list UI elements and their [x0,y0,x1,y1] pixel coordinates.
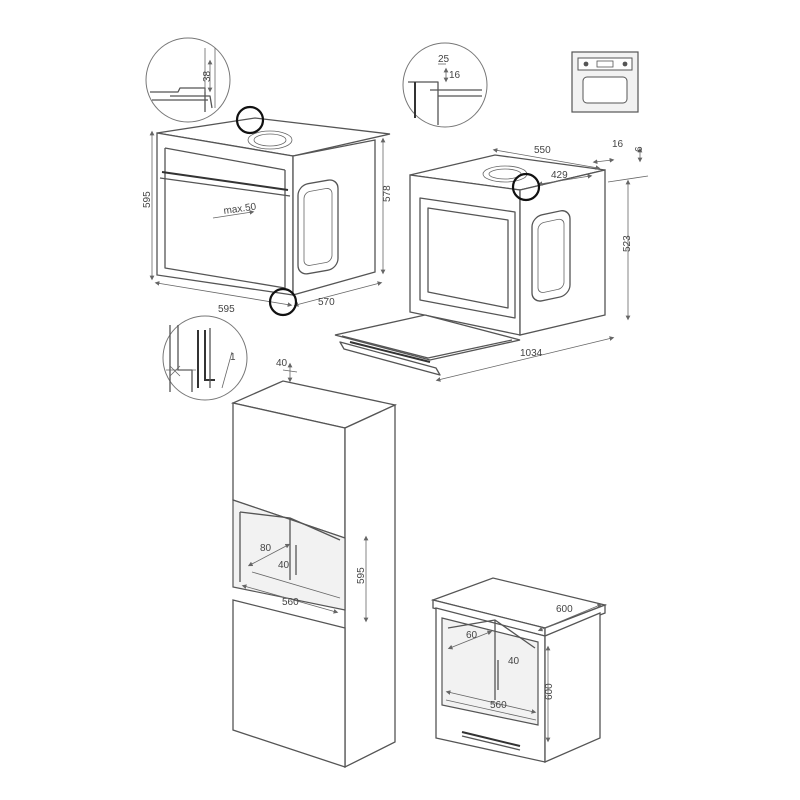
oven-closed-height-label: 595 [142,191,153,208]
base-cabinet: 600 60 40 560 600 [430,577,608,763]
detail-top-left-label: 38 [202,70,213,82]
oven-open-inner-width-label: 429 [551,170,568,181]
oven-closed-handle-note: max.50 [223,201,257,217]
oven-open-top-gap-label: 6 [634,146,645,152]
tall-cabinet-top-gap-label: 40 [276,358,288,369]
oven-open-offset-label: 16 [612,139,624,150]
tall-cabinet-vent-label: 80 [260,543,272,554]
tall-cabinet-opening-height-label: 595 [356,567,367,584]
base-cabinet-opening-height-label: 600 [544,683,555,700]
detail-top-left: 38 [145,37,231,123]
oven-open-height-label: 523 [622,235,633,252]
oven-front-icon [571,51,639,113]
detail-top-right-label-a: 25 [438,54,450,65]
tall-cabinet: 40 80 40 560 595 [230,358,398,769]
oven-closed-depth-label: 570 [318,297,335,308]
detail-top-right: 25 16 [402,42,488,128]
oven-closed: max.50 595 595 570 578 [142,105,393,317]
base-cabinet-vent-width-label: 40 [508,656,520,667]
detail-top-right-label-b: 16 [449,70,461,81]
tall-cabinet-opening-width-label: 560 [282,597,299,608]
oven-open-width-label: 550 [534,145,551,156]
oven-closed-width-label: 595 [218,304,235,315]
oven-closed-side-height-label: 578 [382,185,393,202]
tall-cabinet-vent-width-label: 40 [278,560,290,571]
base-cabinet-vent-label: 60 [466,630,478,641]
detail-bottom-left-label: 1 [230,352,236,363]
oven-open-depth-label: 1034 [520,348,543,359]
base-cabinet-depth-label: 600 [556,604,573,615]
detail-bottom-left: 1 [162,315,248,401]
base-cabinet-opening-width-label: 560 [490,700,507,711]
oven-open: 550 429 16 6 523 1034 [334,139,649,382]
